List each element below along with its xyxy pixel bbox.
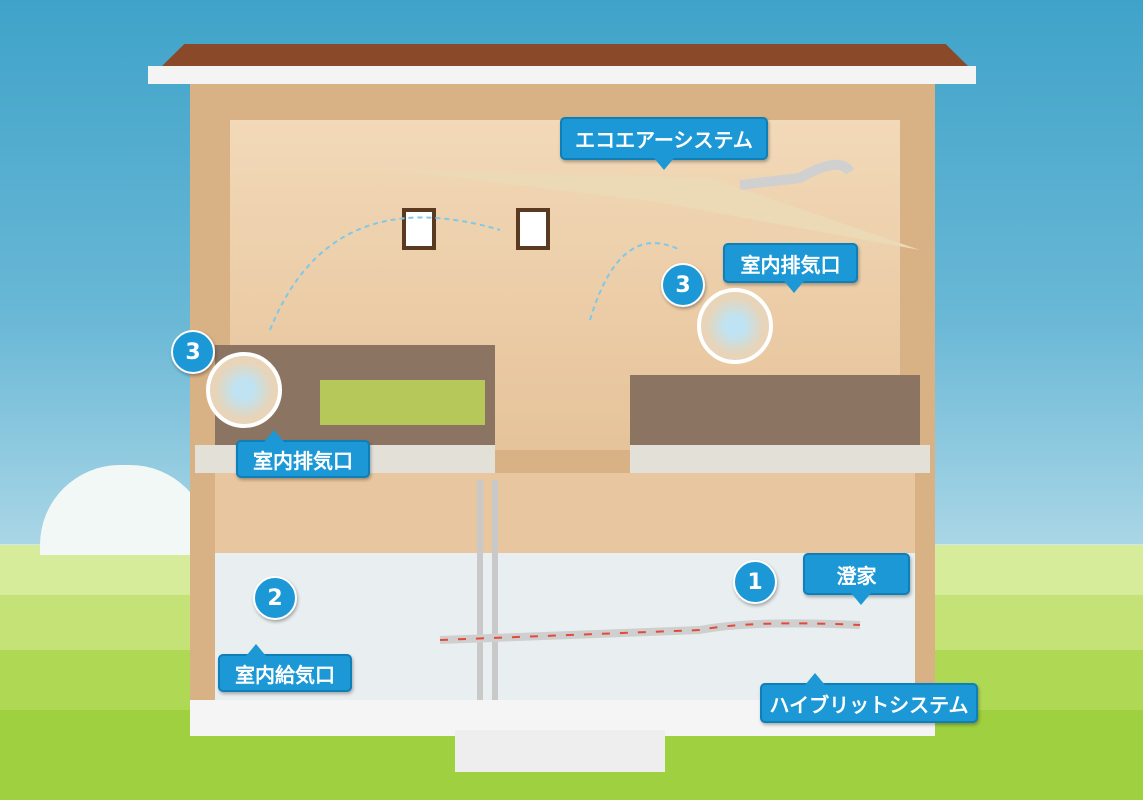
marker-exhaust-right: 3 [661,263,705,307]
upper-floor-right [630,375,920,445]
label-hybrid-system: ハイブリットシステム [760,673,978,723]
label-exhaust-left: 室内排気口 [236,430,370,478]
label-exhaust-right: 室内排気口 [723,243,858,293]
marker-supply: 2 [253,576,297,620]
roof [160,44,970,68]
duct [439,619,861,644]
lower-room [215,473,915,553]
label-sumika: 澄家 [803,553,910,605]
exhaust-vent-right [697,288,773,364]
steps [455,730,665,772]
bed [320,380,485,425]
roof-eave [148,66,976,84]
window [516,208,550,250]
floor-slab-right [630,445,930,473]
label-supply: 室内給気口 [218,644,352,692]
label-eco-air-system: エコエアーシステム [560,117,768,170]
airflow-arrow [589,242,681,321]
marker-sumika: 1 [733,560,777,604]
airflow-arrow [269,216,501,331]
marker-exhaust-left: 3 [171,330,215,374]
window [402,208,436,250]
exhaust-vent-left [206,352,282,428]
eco-air-duct [739,159,855,190]
duct [477,480,498,700]
